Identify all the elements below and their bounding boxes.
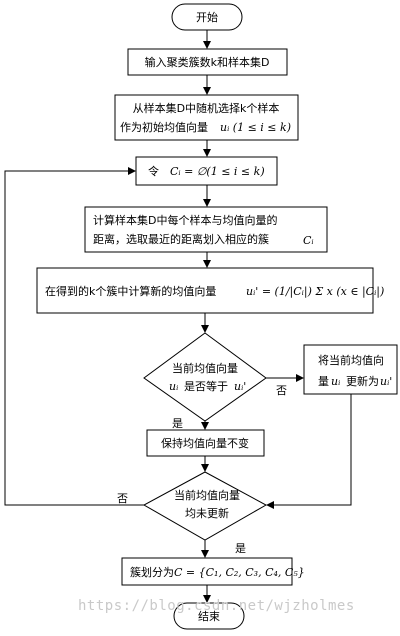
assign-formula: Cᵢ <box>303 234 314 247</box>
init-box: 从样本集D中随机选择k个样本 作为初始均值向量 uᵢ (1 ≤ i ≤ k) <box>114 94 299 141</box>
decision-1: 当前均值向量 uᵢ 是否等于 uᵢ' <box>143 332 267 422</box>
arrow-loop-back <box>4 167 144 506</box>
update-box: 在得到的k个簇中计算新的均值向量 uᵢ' = (1/|Cᵢ|) Σ x (x ∈… <box>36 267 384 314</box>
replace-line2-prefix: 量 <box>318 375 329 388</box>
decision2-line1: 当前均值向量 <box>174 488 240 502</box>
output-box: 簇划分为 C = {C₁, C₂, C₃, C₄, C₅} <box>121 557 305 586</box>
decision1-formula-left: uᵢ <box>169 380 178 393</box>
replace-box: 将当前均值向 量 uᵢ 更新为 uᵢ' <box>303 344 398 395</box>
arrow-replace-to-decision2 <box>266 394 352 509</box>
assign-line2: 距离，选取最近的距离划入相应的簇 <box>93 232 269 246</box>
end-label: 结束 <box>198 610 220 623</box>
input-label: 输入聚类簇数k和样本集D <box>145 55 270 69</box>
start-label: 开始 <box>196 10 218 24</box>
decision1-formula-right: uᵢ' <box>234 380 246 393</box>
init-formula: uᵢ (1 ≤ i ≤ k) <box>220 121 291 134</box>
update-formula: uᵢ' = (1/|Cᵢ|) Σ x (x ∈ |Cᵢ|) <box>246 285 384 299</box>
label-yes-decision1: 是 <box>172 417 183 430</box>
assign-box: 计算样本集D中每个样本与均值向量的 距离，选取最近的距离划入相应的簇 Cᵢ <box>84 206 328 253</box>
decision1-line2: 是否等于 <box>184 379 228 393</box>
reset-formula: Cᵢ = ∅(1 ≤ i ≤ k) <box>170 165 265 178</box>
replace-formula-left: uᵢ <box>331 375 340 388</box>
update-text: 在得到的k个簇中计算新的均值向量 <box>45 284 216 298</box>
assign-line1: 计算样本集D中每个样本与均值向量的 <box>93 213 277 227</box>
keep-box: 保持均值向量不变 <box>146 429 265 457</box>
decision-2: 当前均值向量 均未更新 <box>142 471 268 541</box>
init-line1: 从样本集D中随机选择k个样本 <box>133 101 280 115</box>
decision2-line2: 均未更新 <box>185 506 229 520</box>
decision1-line1: 当前均值向量 <box>172 361 238 375</box>
watermark-text: https://blog.csdn.net/wjzholmes <box>78 598 355 614</box>
output-formula: C = {C₁, C₂, C₃, C₄, C₅} <box>174 566 305 579</box>
replace-formula-right: uᵢ' <box>380 375 392 388</box>
init-line2: 作为初始均值向量 <box>120 120 208 134</box>
reset-box: 令 Cᵢ = ∅(1 ≤ i ≤ k) <box>135 156 278 186</box>
label-no-decision1: 否 <box>276 384 287 397</box>
label-yes-decision2: 是 <box>235 542 246 555</box>
replace-line2-mid: 更新为 <box>346 374 379 388</box>
keep-label: 保持均值向量不变 <box>161 436 249 450</box>
reset-prefix: 令 <box>148 164 159 178</box>
output-prefix: 簇划分为 <box>130 565 174 579</box>
end-terminal: 结束 <box>173 602 245 630</box>
input-box: 输入聚类簇数k和样本集D <box>127 48 288 76</box>
replace-line1: 将当前均值向 <box>318 353 384 367</box>
start-terminal: 开始 <box>171 3 243 31</box>
label-no-decision2: 否 <box>117 492 128 505</box>
